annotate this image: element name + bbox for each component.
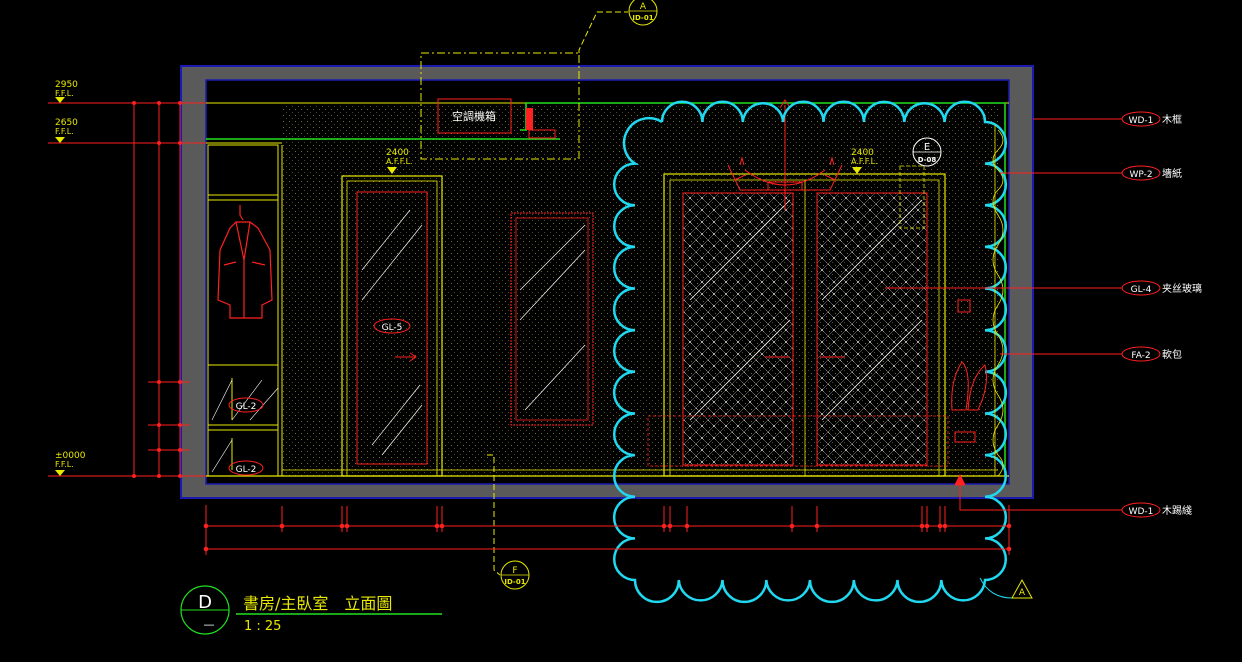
svg-text:F: F [512,566,517,576]
svg-text:GL-2: GL-2 [236,465,257,475]
svg-text:GL-5: GL-5 [382,323,403,333]
svg-text:A.F.F.L.: A.F.F.L. [851,157,878,166]
wardrobe-glass-hatch [211,379,279,473]
svg-text:A: A [1019,588,1026,598]
double-door [647,173,949,477]
material-desc: 夹丝玻璃 [1162,282,1202,295]
soft-panel [992,125,1004,477]
material-code: WP-2 [1129,170,1152,180]
tag-gl2-upper: GL-2 [228,397,264,413]
svg-text:F.F.L.: F.F.L. [55,460,74,469]
material-tag: WP-2 墻紙 [1121,165,1182,181]
material-code: WD-1 [1129,116,1154,126]
svg-text:A.F.F.L.: A.F.F.L. [386,157,413,166]
section-callout-bottom: F ID-01 [487,454,530,590]
svg-text:D-08: D-08 [918,156,937,164]
drawing-title: 書房/主臥室 立面圖 [243,594,392,613]
material-code: WD-1 [1129,507,1154,517]
door-height-right: 2400 A.F.F.L. [851,148,878,174]
dimension-lines [203,505,1012,555]
svg-text:±0000: ±0000 [55,451,86,461]
tag-gl5: GL-5 [373,318,411,334]
svg-text:2950: 2950 [55,80,78,90]
material-tag: WD-1 木踢綫 [1121,502,1192,518]
single-door [341,175,443,477]
material-desc: 木框 [1162,113,1182,126]
revision-cloud [612,100,1008,604]
svg-text:A: A [640,2,647,12]
svg-text:F.F.L.: F.F.L. [55,89,74,98]
detail-callout-e: E D-08 [899,137,942,229]
chandelier-icon [727,99,843,210]
svg-text:GL-2: GL-2 [236,402,257,412]
tag-gl2-lower: GL-2 [228,460,264,476]
decor-figure-icon [951,299,987,443]
svg-text:2400: 2400 [851,148,874,158]
title-sub: — [204,618,215,631]
door-height-left: 2400 A.F.F.L. [386,148,413,174]
title-block: D — 書房/主臥室 立面圖 1 : 25 [180,585,442,635]
material-desc: 軟包 [1162,348,1182,361]
material-tag: FA-2 軟包 [1121,346,1182,362]
svg-text:2650: 2650 [55,118,78,128]
wall-mirror [510,212,594,426]
svg-text:ID-01: ID-01 [632,14,653,22]
section-callout-top: A ID-01 [578,0,658,53]
material-desc: 墻紙 [1162,167,1182,180]
drawing-scale: 1 : 25 [244,619,281,634]
material-tag: GL-4 夹丝玻璃 [1121,280,1202,296]
jacket-icon [217,205,273,319]
material-tag: WD-1 木框 [1121,111,1182,127]
svg-text:ID-01: ID-01 [504,578,525,586]
ac-box: 空調機箱 [420,52,580,160]
svg-text:2400: 2400 [386,148,409,158]
material-code: GL-4 [1131,285,1152,295]
svg-text:E: E [924,142,930,153]
svg-text:F.F.L.: F.F.L. [55,127,74,136]
material-code: FA-2 [1131,351,1150,361]
material-tag-list: WD-1 木框 WP-2 墻紙 GL-4 夹丝玻璃 FA-2 軟包 WD-1 木踢綫 [1121,111,1202,518]
wardrobe [207,144,283,477]
corner-mark: A [979,577,1033,599]
level-markers: 2950 F.F.L. 2650 F.F.L. ±0000 F.F.L. [48,80,206,478]
material-leaders [885,118,1122,511]
material-desc: 木踢綫 [1162,504,1192,517]
ac-box-label: 空調機箱 [452,109,496,123]
title-mark: D [198,592,212,613]
